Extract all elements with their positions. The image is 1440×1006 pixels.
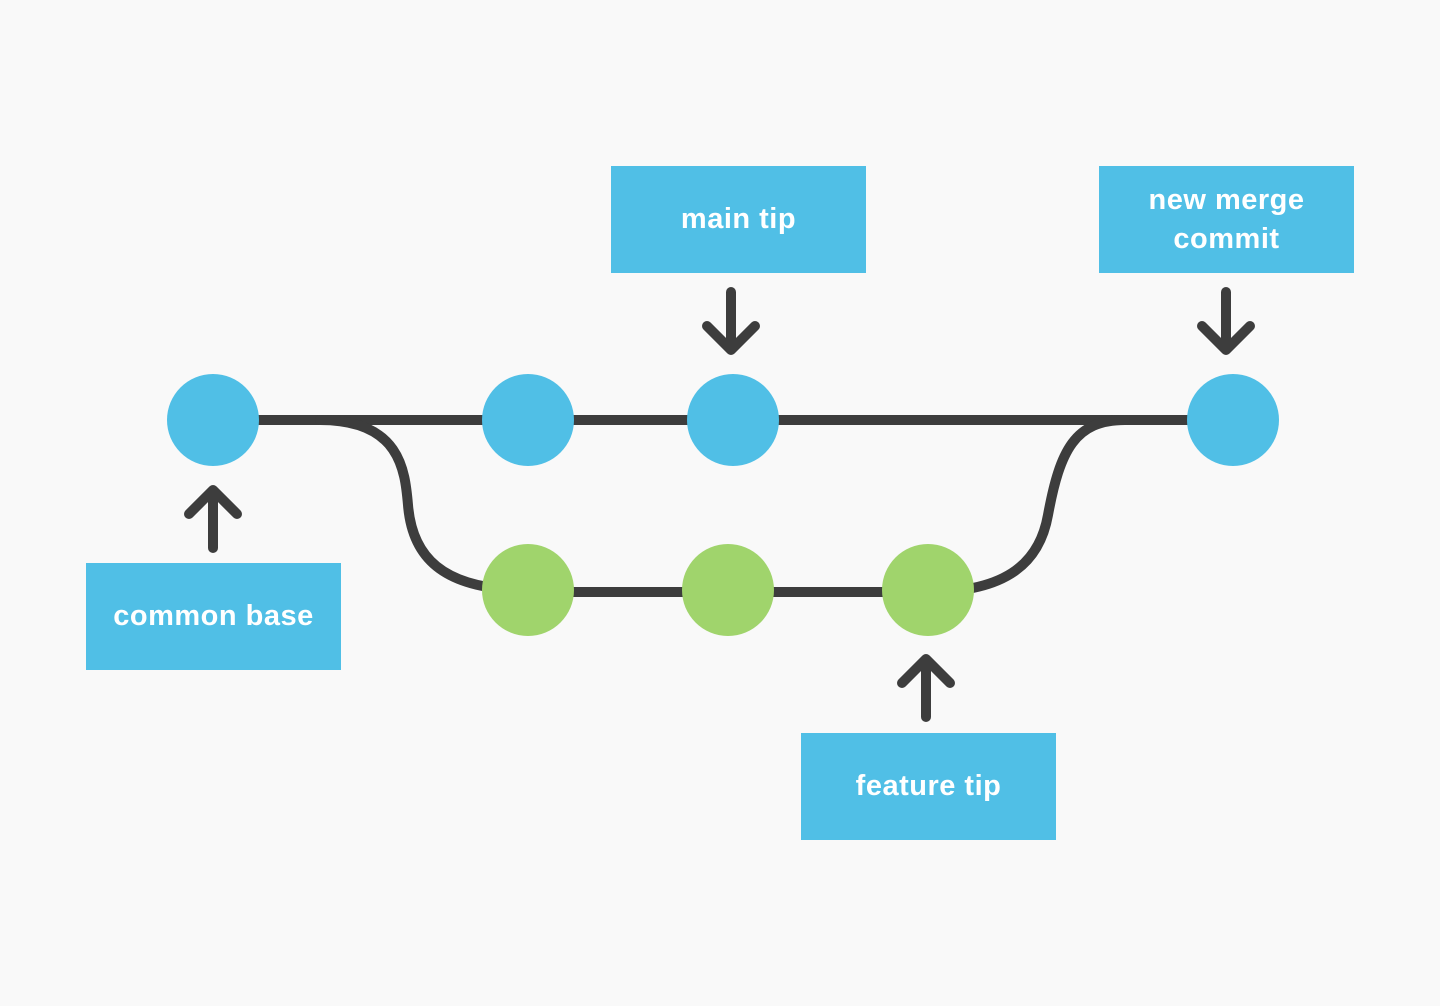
common-base-label-box: common base	[86, 563, 341, 670]
commit-feature-1	[482, 544, 574, 636]
main-tip-label: main tip	[680, 203, 797, 235]
new-merge-commit-label: new merge commit	[1148, 183, 1305, 255]
commit-main-2	[482, 374, 574, 466]
feature-tip-label-box: feature tip	[801, 733, 1056, 840]
commit-merge	[1187, 374, 1279, 466]
commit-main-tip	[687, 374, 779, 466]
arrow-up-icon	[184, 485, 242, 553]
arrow-up-icon	[897, 654, 955, 722]
commit-feature-tip	[882, 544, 974, 636]
main-tip-label-box: main tip	[611, 166, 866, 273]
feature-tip-label: feature tip	[855, 770, 1002, 802]
commit-common-base	[167, 374, 259, 466]
commit-feature-2	[682, 544, 774, 636]
branch-off-curve	[315, 415, 533, 595]
merge-back-curve	[923, 415, 1130, 597]
arrow-down-icon	[1197, 287, 1255, 355]
arrow-down-icon	[702, 287, 760, 355]
new-merge-commit-label-box: new merge commit	[1099, 166, 1354, 273]
common-base-label: common base	[113, 600, 314, 632]
